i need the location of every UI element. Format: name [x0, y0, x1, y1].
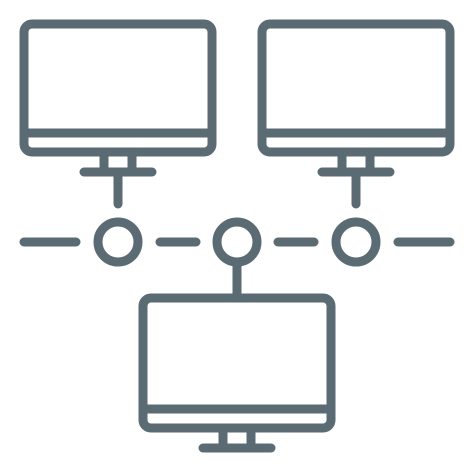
monitor-bottom-screen	[138, 293, 336, 433]
monitor-top-left-screen	[19, 19, 217, 157]
monitor-top-left-icon	[19, 19, 217, 177]
monitor-bottom-icon	[138, 293, 336, 453]
network-node-right	[331, 217, 381, 267]
network-node-left	[93, 217, 143, 267]
monitor-top-right-screen	[257, 19, 455, 157]
network-node-center	[212, 217, 262, 267]
monitor-top-right-icon	[257, 19, 455, 177]
